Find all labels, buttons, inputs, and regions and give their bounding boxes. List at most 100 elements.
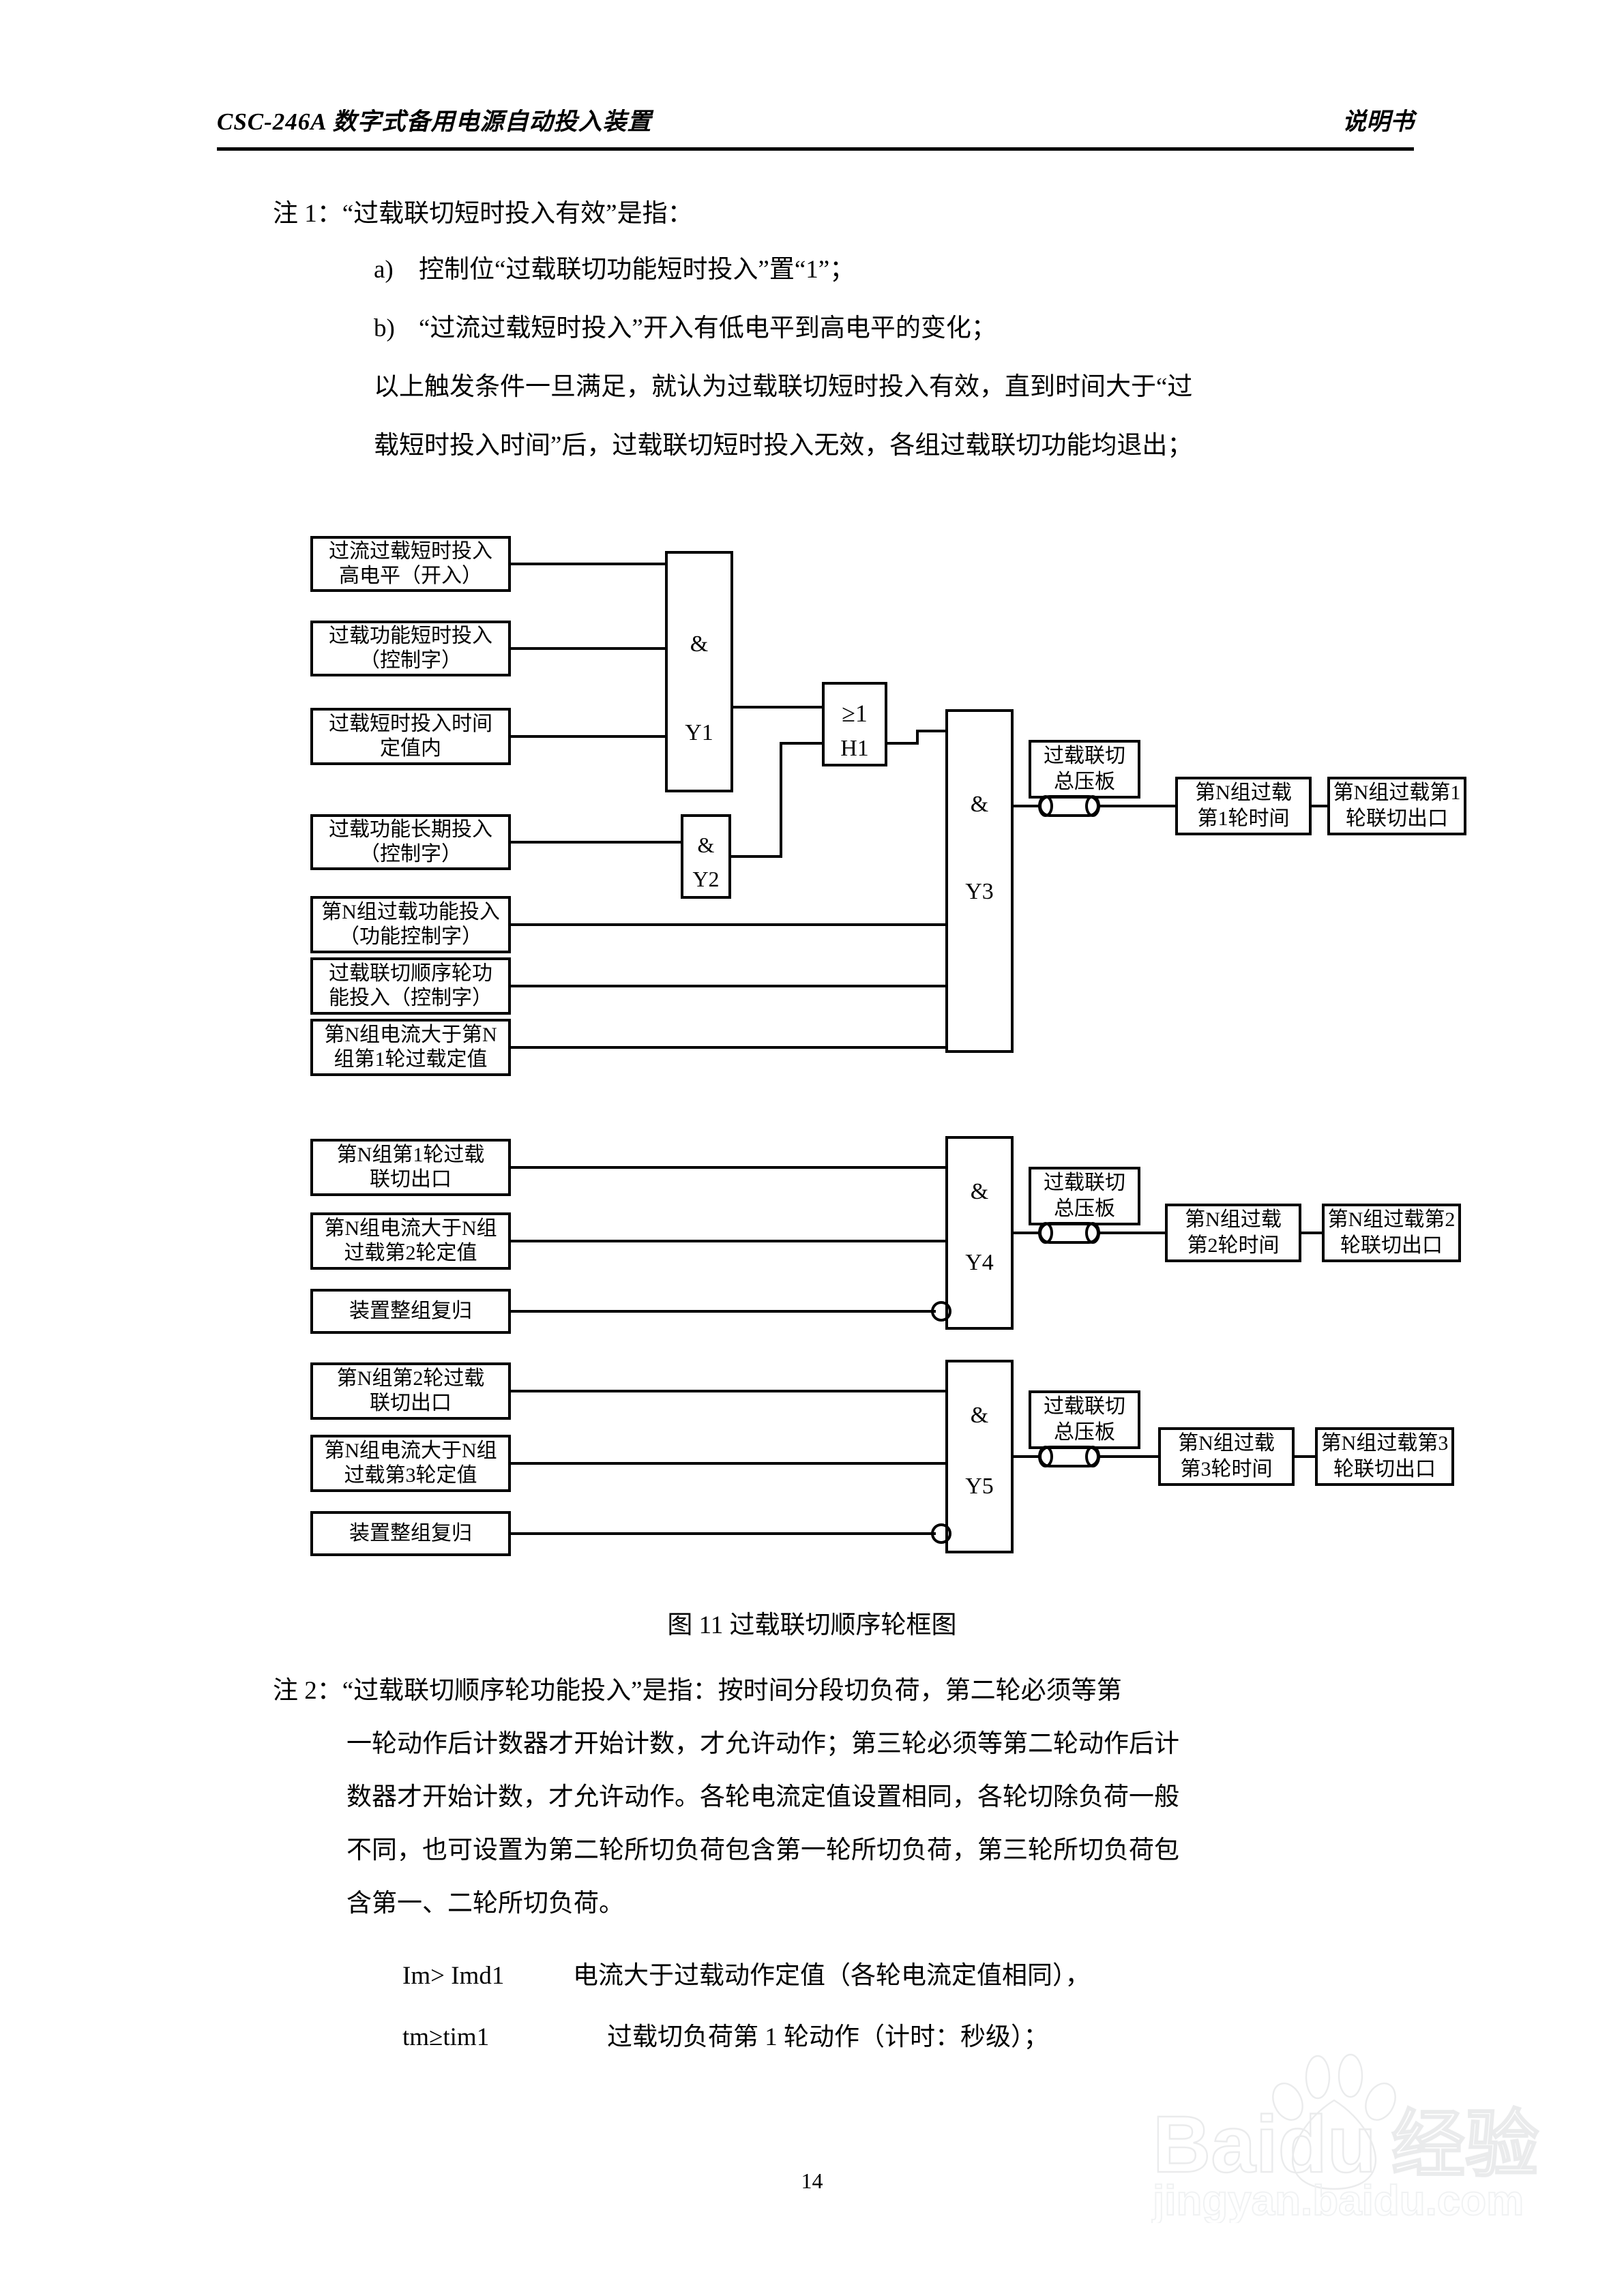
output-box-2-line2: 轮联切出口 [1340,1234,1443,1257]
definition-1-symbol: Im> Imd1 [402,1962,505,1990]
wire-y2-to-h1 [730,742,823,858]
timer-box-3-line2: 第3轮时间 [1181,1458,1273,1480]
gate-h1-label: H1 [840,736,869,761]
baidu-watermark: Baidu 经验 jingyan.baidu.com [1151,2053,1539,2223]
gate-y5-label: Y5 [965,1474,994,1499]
note1-item-a: a)控制位“过载联切功能短时投入”置“1”； [374,245,855,295]
plate-switch-symbol-2 [1039,1222,1099,1244]
input-box-3 [310,708,511,765]
plate-box-3 [1029,1390,1140,1449]
input-box-5-line1: 第N组过载功能投入 [321,901,500,923]
definition-1-text: 电流大于过载动作定值（各轮电流定值相同）， [573,1962,1091,1990]
gate-y2-symbol: & [698,833,715,857]
input-box-8-line2: 联切出口 [370,1168,452,1191]
note1-item-b: b) “过流过载短时投入”开入有低电平到高电平的变化； [374,304,996,353]
note1-item-a-text: 控制位“过载联切功能短时投入”置“1”； [419,256,855,284]
input-box-11-line1: 第N组第2轮过载 [337,1367,485,1390]
gate-y3-body [945,709,1014,1053]
input-box-1-line2: 高电平（开入） [339,565,482,587]
input-box-1 [310,536,511,592]
plate-switch-symbol-3 [1039,1446,1099,1467]
plate-switch-terminal-1a [1038,795,1053,817]
input-box-3-line1: 过载短时投入时间 [329,713,492,735]
input-box-2-line2: （控制字） [359,649,462,672]
gate-h1-body [822,682,887,766]
input-box-4-line2: （控制字） [359,843,462,865]
output-box-1 [1327,777,1466,835]
output-box-2 [1322,1204,1461,1262]
plate-box-1-line1: 过载联切 [1044,745,1125,767]
figure-caption: 图 11 过载联切顺序轮框图 [667,1611,957,1639]
input-box-6 [310,957,511,1015]
timer-box-2 [1165,1204,1301,1262]
input-box-11 [310,1362,511,1420]
timer-box-2-line2: 第2轮时间 [1187,1234,1280,1257]
input-box-6-line2: 能投入（控制字） [329,987,492,1009]
note1-item-b-text: “过流过载短时投入”开入有低电平到高电平的变化； [419,314,996,342]
input-box-12 [310,1435,511,1492]
note1-body-line1: 以上触发条件一旦满足，就认为过载联切短时投入有效，直到时间大于“过 [374,373,1193,401]
paw-toe-left-outer [1272,2083,1303,2121]
output-box-3 [1315,1427,1454,1486]
gate-y4-label: Y4 [965,1250,994,1275]
timer-box-3-line1: 第N组过载 [1178,1432,1275,1455]
plate-box-1-line2: 总压板 [1054,771,1115,793]
note2-line5: 含第一、二轮所切负荷。 [346,1890,624,1918]
watermark-brand: Baidu [1153,2100,1376,2190]
plate-switch-terminal-2a [1038,1222,1053,1244]
gate-y2-body [681,814,731,899]
input-box-10-label: 装置整组复归 [349,1300,472,1322]
output-box-3-line1: 第N组过载第3 [1321,1432,1449,1455]
note1-body-line2: 载短时投入时间”后，过载联切短时投入无效，各组过载联切功能均退出； [374,432,1193,460]
timer-box-1-line1: 第N组过载 [1195,781,1292,804]
paw-toe-left-inner [1305,2055,1331,2100]
input-box-12-line2: 过载第3轮定值 [344,1464,477,1487]
paw-toe-right-inner [1338,2053,1363,2098]
gate-y4-symbol: & [971,1179,988,1204]
watermark-url: jingyan.baidu.com [1152,2177,1524,2223]
paw-toe-right-outer [1365,2083,1396,2121]
page-header: CSC-246A 数字式备用电源自动投入装置 说明书 [217,102,1414,150]
gate-y3-symbol: & [971,792,988,817]
input-box-5-line2: （功能控制字） [339,925,482,948]
gate-y3-label: Y3 [965,879,994,904]
input-box-8 [310,1139,511,1196]
note2-line1: 注 2：“过载联切顺序轮功能投入”是指：按时间分段切负荷，第二轮必须等第 [273,1677,1122,1705]
input-box-4-line1: 过载功能长期投入 [329,818,492,841]
page-number: 14 [801,2168,823,2193]
gate-y5-body [945,1360,1014,1553]
note1-title: 注 1：“过载联切短时投入有效”是指： [273,200,693,228]
input-box-11-line2: 联切出口 [370,1392,452,1414]
gate-y2-label: Y2 [692,867,719,891]
plate-box-2-line2: 总压板 [1054,1197,1115,1220]
definition-row-2: tm≥tim1 过载切负荷第 1 轮动作（计时：秒级）； [402,2013,1049,2062]
definition-2-symbol: tm≥tim1 [402,2023,490,2051]
input-box-5 [310,896,511,953]
note2-line3: 数器才开始计数，才允许动作。各轮电流定值设置相同，各轮切除负荷一般 [346,1783,1179,1811]
output-box-3-line2: 轮联切出口 [1333,1458,1436,1480]
plate-box-3-line1: 过载联切 [1044,1395,1125,1418]
input-box-9-line2: 过载第2轮定值 [344,1242,477,1264]
input-box-3-line2: 定值内 [380,737,441,760]
input-box-10 [310,1289,511,1334]
input-box-7-line1: 第N组电流大于第N [324,1024,497,1046]
plate-box-3-line2: 总压板 [1054,1421,1115,1444]
timer-box-3 [1158,1427,1295,1486]
gate-y1-label: Y1 [685,720,713,745]
definition-2-text: 过载切负荷第 1 轮动作（计时：秒级）； [607,2023,1049,2051]
gate-h1-symbol: ≥1 [842,700,868,727]
definition-row-1: Im> Imd1 电流大于过载动作定值（各轮电流定值相同）， [402,1952,1091,2001]
note1-item-b-marker: b) [374,314,395,342]
paw-pad [1291,2099,1377,2190]
input-box-7 [310,1019,511,1076]
gate-y1-symbol: & [690,631,708,657]
invert-bubble-y5 [931,1523,951,1544]
input-box-9 [310,1212,511,1270]
input-box-2 [310,621,511,676]
invert-bubble-y4 [931,1301,951,1322]
header-document-title: CSC-246A 数字式备用电源自动投入装置 [217,108,652,135]
input-box-1-line1: 过流过载短时投入 [329,540,492,563]
input-box-13-label: 装置整组复归 [349,1522,472,1545]
plate-box-2-line1: 过载联切 [1044,1172,1125,1194]
